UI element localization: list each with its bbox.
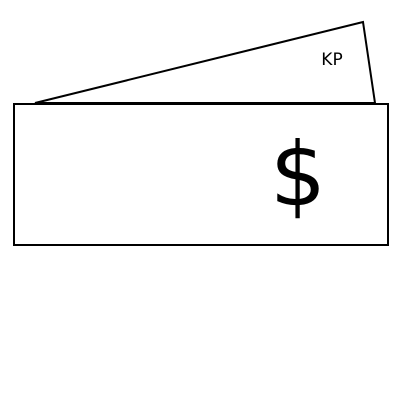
front-note-outline bbox=[13, 103, 389, 246]
dollar-sign-icon: $ bbox=[270, 123, 326, 226]
back-note-label: KP bbox=[321, 50, 342, 70]
back-note: KP bbox=[34, 20, 377, 104]
front-note: $ bbox=[13, 103, 389, 246]
